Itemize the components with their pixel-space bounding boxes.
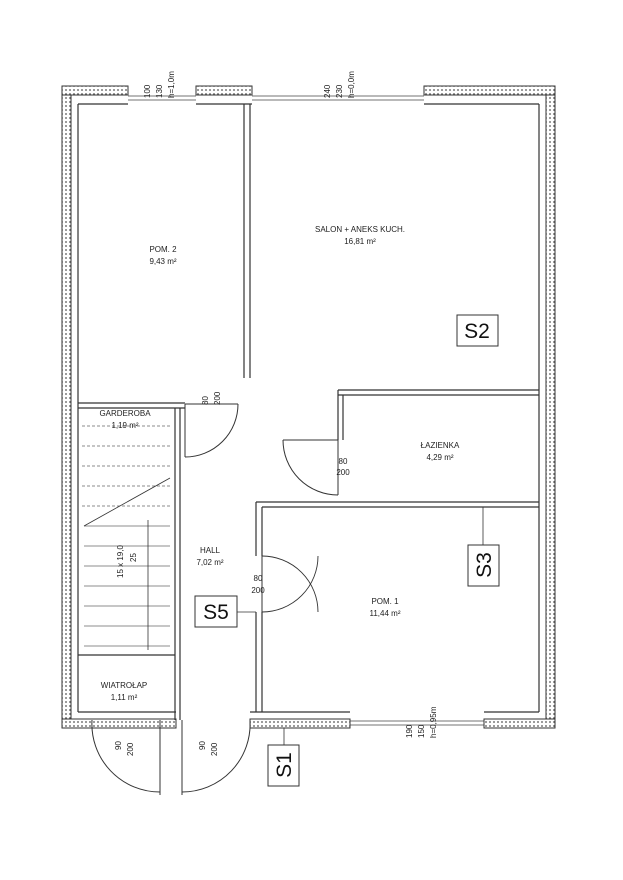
lazienka-name: ŁAZIENKA — [421, 441, 460, 450]
win-bottom-sill: h=0,95m — [429, 706, 438, 738]
door-entry-right-height: 200 — [210, 742, 219, 756]
door-pom1-width: 80 — [254, 574, 263, 583]
s3-box — [467, 544, 500, 587]
door-pom2-width: 80 — [201, 396, 210, 405]
wall-right — [545, 85, 556, 729]
wall-top-mid — [195, 85, 253, 96]
s5-box — [194, 595, 238, 628]
door-lazienka-height: 200 — [336, 468, 350, 477]
s1-label: S1 — [273, 752, 296, 778]
wall-bottom-right — [483, 718, 556, 729]
stairs — [82, 425, 171, 650]
wall-left — [61, 85, 72, 729]
pom2-area: 9,43 m² — [149, 257, 176, 266]
dimension-labels: 100 130 h=1,0m 240 230 h=0,0m 190 150 h=… — [114, 71, 438, 756]
door-pom2-height: 200 — [213, 391, 222, 405]
win-bottom-width: 190 — [405, 724, 414, 738]
windows — [128, 95, 484, 726]
win-bottom-height: 150 — [417, 724, 426, 738]
lazienka-area: 4,29 m² — [426, 453, 453, 462]
win-mid-sill: h=0,0m — [347, 71, 356, 98]
wall-bottom-mid — [249, 718, 351, 729]
pom1-name: POM. 1 — [371, 597, 399, 606]
s5-label: S5 — [203, 601, 229, 624]
door-lazienka-width: 80 — [339, 457, 348, 466]
section-markers: S2 S3 S5 S1 — [194, 314, 500, 787]
door-entry-left-height: 200 — [126, 742, 135, 756]
garderoba-name: GARDEROBA — [99, 409, 151, 418]
outer-walls — [61, 85, 556, 729]
salon-area: 16,81 m² — [344, 237, 376, 246]
wiatrolap-area: 1,11 m² — [111, 693, 138, 702]
win-left-width: 100 — [143, 84, 152, 98]
wiatrolap-name: WIATROŁAP — [101, 681, 148, 690]
door-pom1-height: 200 — [251, 586, 265, 595]
pom2-name: POM. 2 — [149, 245, 177, 254]
stairs-count: 25 — [129, 553, 138, 562]
s1-box — [267, 744, 300, 787]
wall-top-right — [423, 85, 556, 96]
hall-name: HALL — [200, 546, 221, 555]
salon-name: SALON + ANEKS KUCH. — [315, 225, 405, 234]
pom1-area: 11,44 m² — [370, 609, 401, 618]
stairs-size: 15 x 19,0 — [116, 545, 125, 578]
win-mid-height: 230 — [335, 84, 344, 98]
partitions — [78, 104, 539, 720]
win-mid-width: 240 — [323, 84, 332, 98]
s2-box — [456, 314, 499, 347]
wall-top-left — [61, 85, 129, 96]
room-labels: POM. 2 9,43 m² SALON + ANEKS KUCH. 16,81… — [99, 225, 460, 702]
s2-label: S2 — [464, 320, 490, 343]
garderoba-area: 1,19 m² — [111, 421, 138, 430]
door-entry-left-width: 90 — [114, 741, 123, 750]
win-left-sill: h=1,0m — [167, 71, 176, 98]
door-entry-right-width: 90 — [198, 741, 207, 750]
wall-bottom-left — [61, 718, 177, 729]
s3-label: S3 — [473, 552, 496, 578]
doors — [91, 403, 339, 795]
win-left-height: 130 — [155, 84, 164, 98]
section-lines — [237, 507, 484, 745]
hall-area: 7,02 m² — [196, 558, 223, 567]
